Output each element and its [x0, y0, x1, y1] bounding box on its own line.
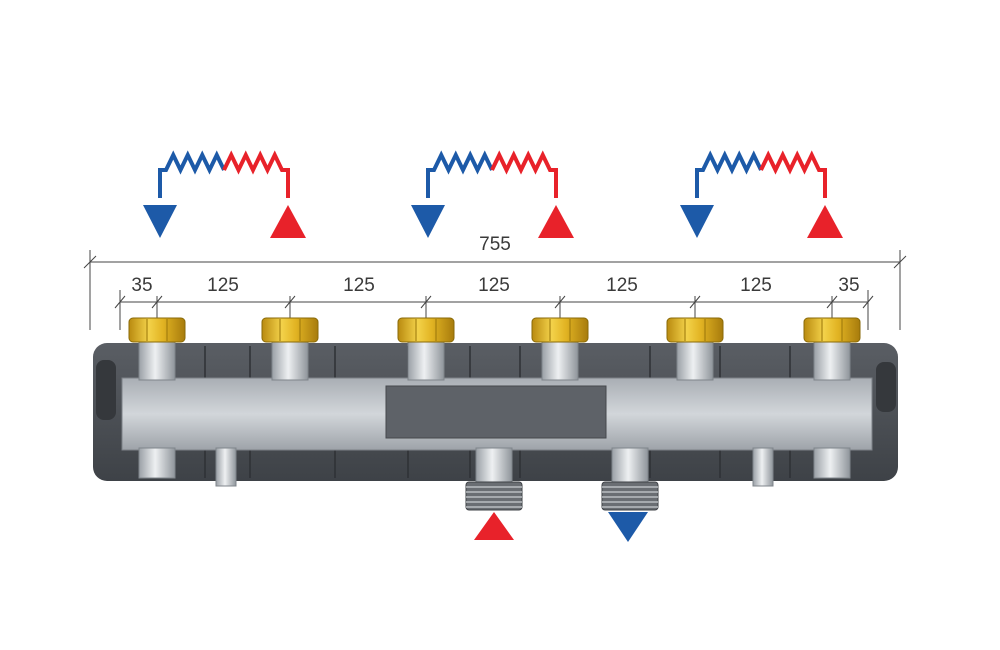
triangle-down-icon — [680, 205, 714, 238]
total-dimension: 755 — [83, 234, 907, 330]
top-port — [397, 317, 455, 381]
triangle-down-icon — [143, 205, 177, 238]
triangle-down-icon — [411, 205, 445, 238]
zigzag-coil-icon — [222, 150, 290, 198]
triangle-down-icon — [608, 512, 648, 542]
drain-valve — [752, 447, 774, 487]
top-connections — [128, 317, 861, 381]
insulation-segments — [204, 346, 791, 478]
triangle-up-icon — [538, 205, 574, 238]
total-dimension-label: 755 — [479, 234, 511, 255]
top-port — [666, 317, 724, 381]
dimension-ticks — [114, 295, 874, 318]
threaded-fitting — [601, 481, 659, 511]
zigzag-coil-icon — [158, 150, 226, 198]
main-port — [601, 447, 659, 511]
heating-circuit — [143, 150, 306, 238]
dimension-label: 35 — [838, 275, 859, 296]
dimension-label: 125 — [606, 275, 638, 296]
dimension-label: 125 — [478, 275, 510, 296]
threaded-fitting — [465, 481, 523, 511]
dimension-label: 125 — [207, 275, 239, 296]
pipe-stub — [813, 447, 851, 479]
pipe-stub — [541, 337, 579, 381]
left-bracket — [96, 360, 116, 420]
zigzag-coil-icon — [490, 150, 558, 198]
drain-valve — [215, 447, 237, 487]
pipe-stub — [475, 447, 513, 485]
dimension-label: 35 — [131, 275, 152, 296]
triangle-up-icon — [474, 512, 514, 540]
pipe-stub — [138, 337, 176, 381]
main-connection-arrows — [474, 512, 648, 542]
label-plate — [385, 385, 607, 439]
hex-nut-icon — [803, 317, 861, 343]
heating-circuit — [680, 150, 843, 238]
top-port — [261, 317, 319, 381]
zigzag-coil-icon — [426, 150, 494, 198]
hex-nut-icon — [128, 317, 186, 343]
dimension-label: 125 — [343, 275, 375, 296]
triangle-up-icon — [807, 205, 843, 238]
bottom-connections — [138, 447, 851, 511]
pipe-stub — [611, 447, 649, 485]
hex-nut-icon — [666, 317, 724, 343]
heating-circuit — [411, 150, 574, 238]
top-port — [128, 317, 186, 381]
pipe-stub — [271, 337, 309, 381]
right-bracket — [876, 362, 896, 412]
hex-nut-icon — [531, 317, 589, 343]
dimension-lines: 755 35 125 125 125 125 125 35 — [83, 234, 907, 330]
main-port — [465, 447, 523, 511]
triangle-up-icon — [270, 205, 306, 238]
segment-dimensions: 35 125 125 125 125 125 35 — [119, 275, 869, 330]
zigzag-coil-icon — [695, 150, 763, 198]
pipe-stub — [676, 337, 714, 381]
pipe-stub — [138, 447, 176, 479]
pipe-stub — [407, 337, 445, 381]
dimension-label: 125 — [740, 275, 772, 296]
hex-nut-icon — [397, 317, 455, 343]
pipe-stub — [813, 337, 851, 381]
heating-circuits — [143, 150, 843, 238]
top-port — [803, 317, 861, 381]
hex-nut-icon — [261, 317, 319, 343]
zigzag-coil-icon — [759, 150, 827, 198]
top-port — [531, 317, 589, 381]
